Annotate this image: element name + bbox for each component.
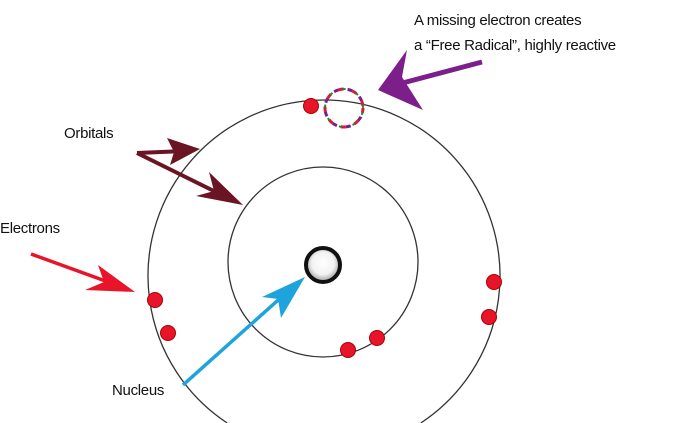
free-radical-arrow [378, 50, 483, 110]
orbital-arrow-inner [136, 151, 243, 205]
missing-electron-marker [323, 87, 365, 129]
electron [147, 292, 163, 308]
orbital-arrow-outer [136, 138, 200, 165]
outer-orbital [147, 99, 501, 423]
electron [340, 342, 356, 358]
free-radical-label-line1: A missing electron creates [414, 12, 582, 29]
nucleus-label: Nucleus [112, 382, 165, 399]
electrons [147, 98, 502, 358]
free-radical-label-line2: a “Free Radical”, highly reactive [414, 37, 616, 54]
electron [369, 330, 385, 346]
electron [160, 325, 176, 341]
nucleus-arrow [181, 277, 305, 387]
electrons-label: Electrons [0, 220, 60, 237]
orbitals-label: Orbitals [64, 125, 114, 142]
electron [303, 98, 319, 114]
electron-arrow [30, 252, 135, 292]
electron [481, 309, 497, 325]
nucleus [304, 246, 342, 284]
inner-orbital [227, 166, 419, 358]
electron [486, 274, 502, 290]
